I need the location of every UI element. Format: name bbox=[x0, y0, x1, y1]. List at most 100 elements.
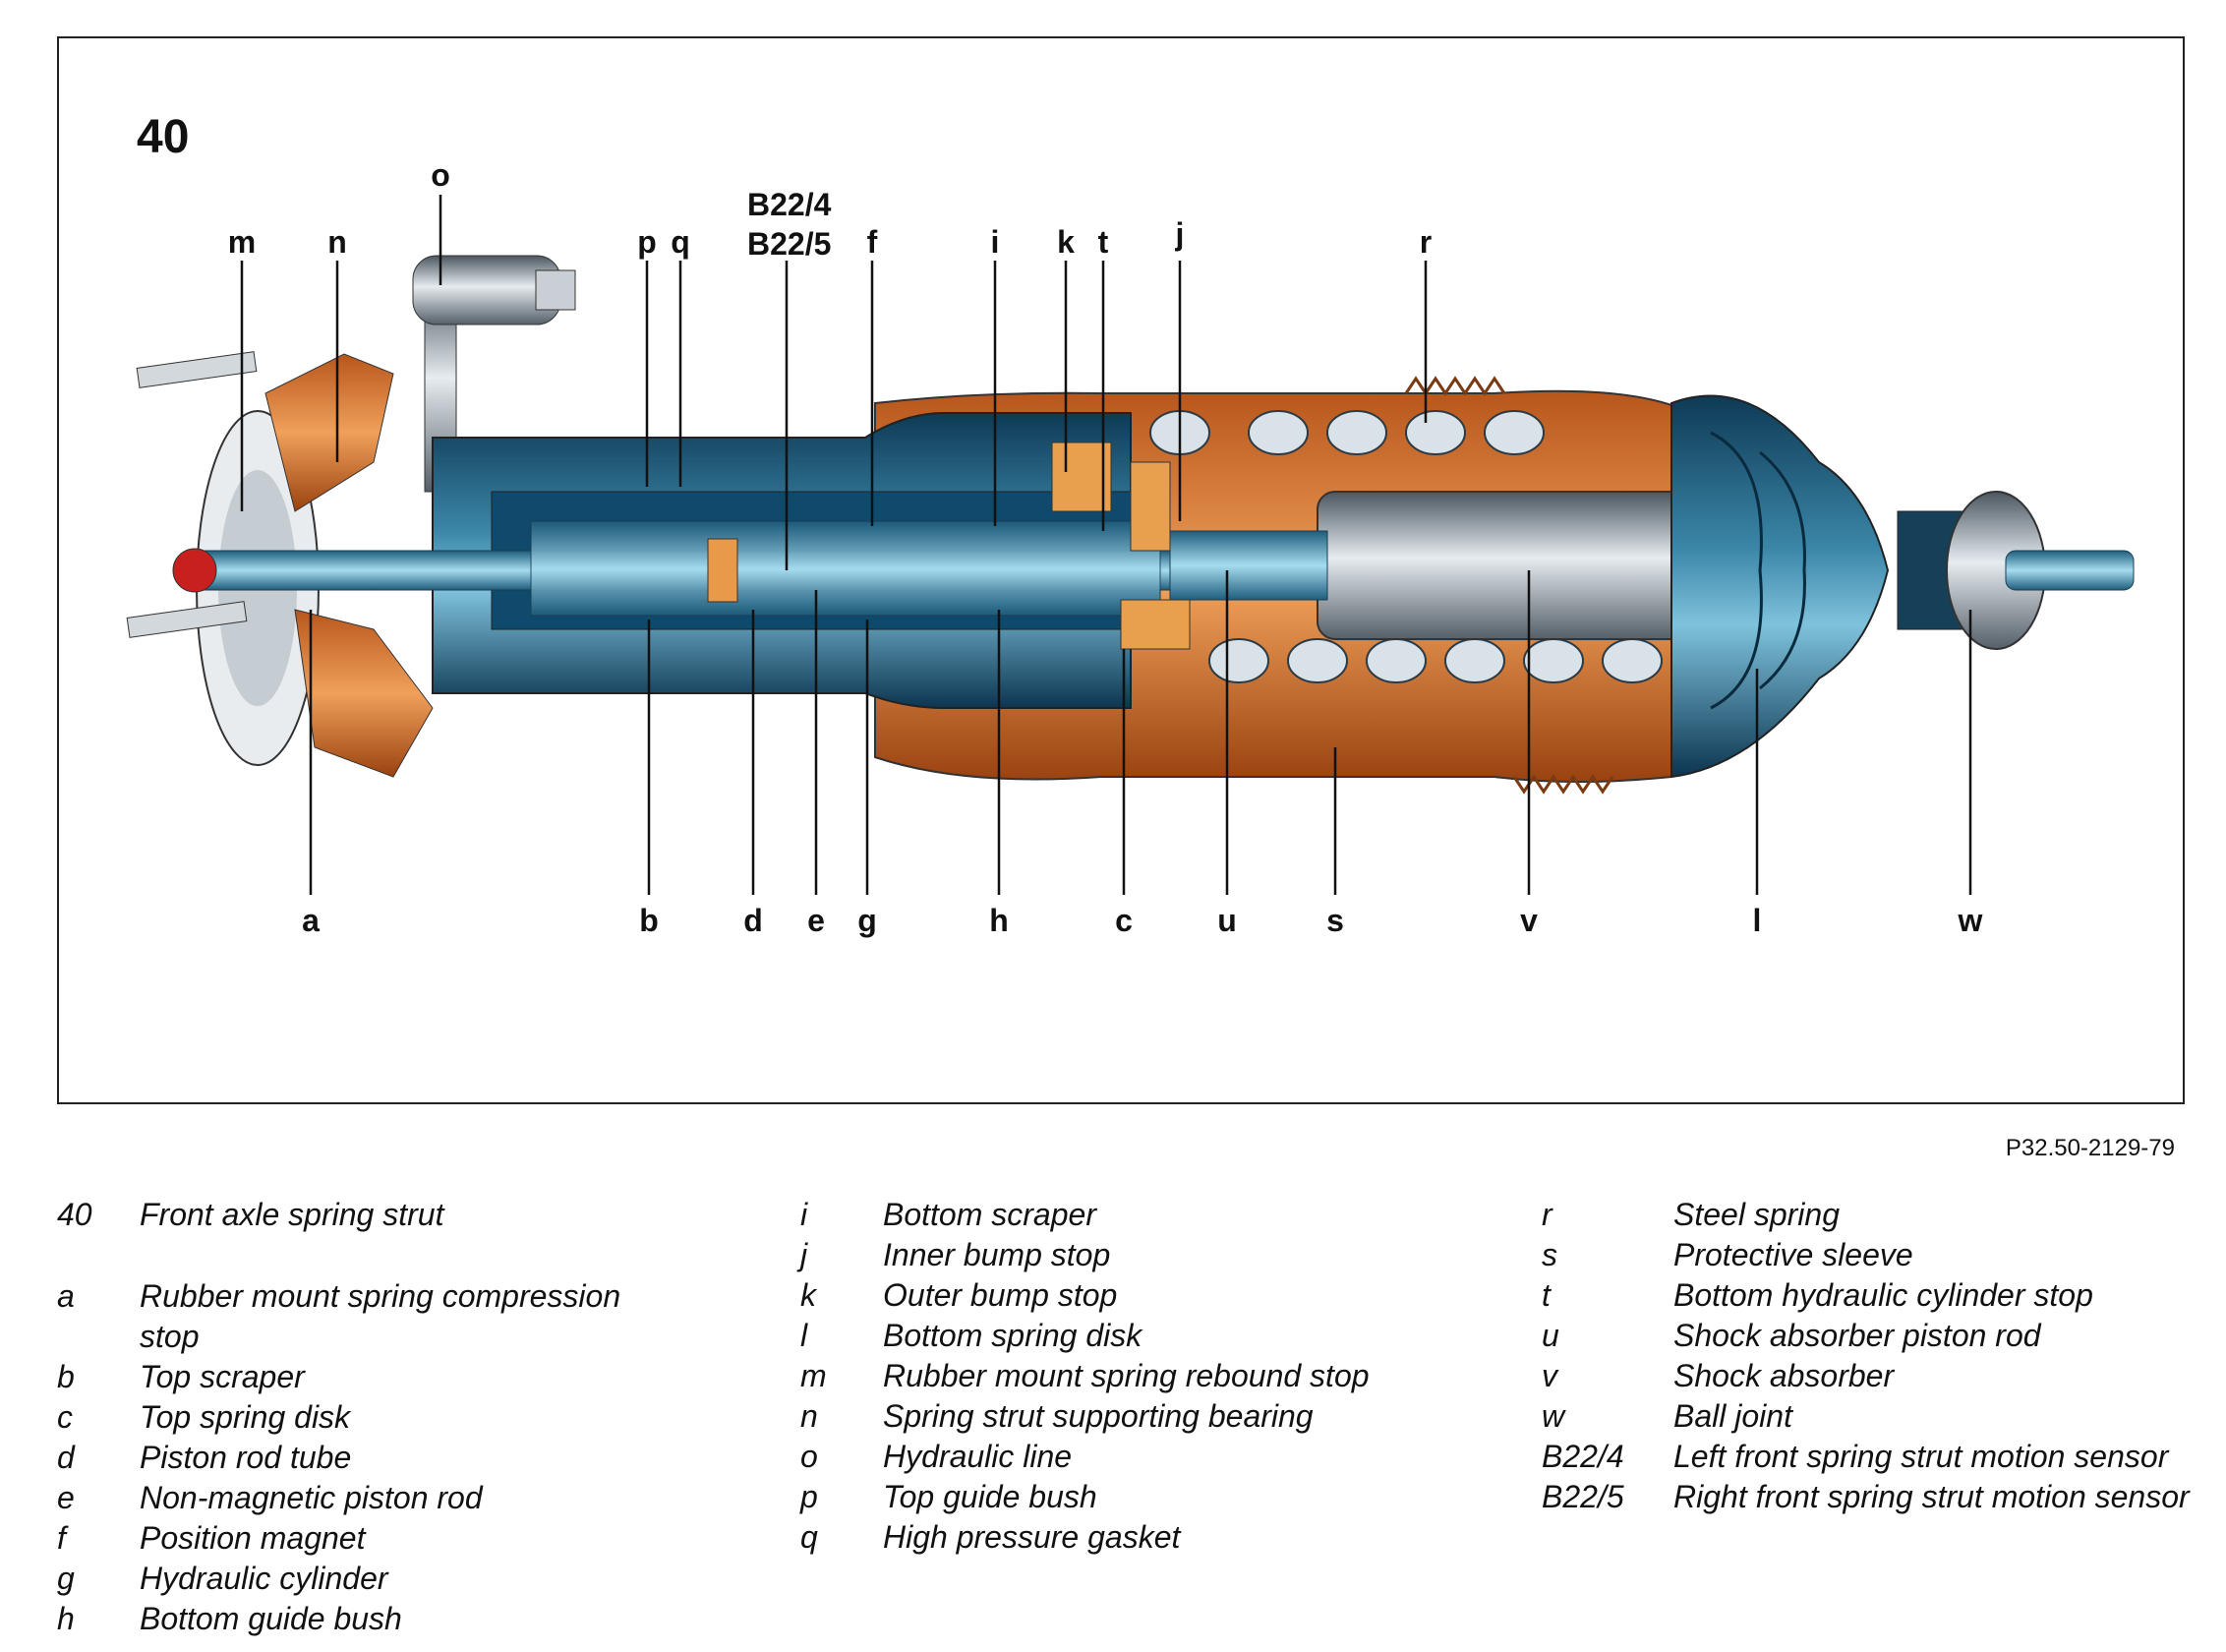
legend-key: s bbox=[1542, 1237, 1557, 1272]
legend-key: d bbox=[57, 1440, 75, 1475]
legend-desc: Top scraper bbox=[140, 1359, 305, 1394]
callout-g: g bbox=[857, 903, 877, 938]
legend-desc: Bottom guide bush bbox=[140, 1601, 402, 1636]
legend-desc: Piston rod tube bbox=[140, 1440, 352, 1475]
legend-key: b bbox=[57, 1359, 75, 1394]
callout-k: k bbox=[1057, 224, 1075, 260]
legend-key: i bbox=[800, 1197, 808, 1232]
shock-absorber-shape bbox=[1317, 491, 1692, 640]
callout-p: p bbox=[637, 224, 657, 260]
shock-absorber-rod-shape bbox=[1169, 530, 1328, 601]
callout-m: m bbox=[227, 224, 257, 260]
callout-t: t bbox=[1097, 224, 1109, 260]
legend-key: o bbox=[800, 1439, 818, 1474]
callout-a: a bbox=[302, 903, 320, 938]
callout-o: o bbox=[431, 157, 450, 193]
legend-key: 40 bbox=[57, 1197, 92, 1232]
legend-key: B22/4 bbox=[1542, 1439, 1624, 1474]
legend-desc: High pressure gasket bbox=[883, 1519, 1181, 1555]
legend-desc: Bottom scraper bbox=[883, 1197, 1096, 1232]
legend-row: B22/5 Right front spring strut motion sen… bbox=[1542, 1477, 2191, 1517]
legend-row: 40 Front axle spring strut bbox=[57, 1195, 667, 1235]
sensor-label-b22-4: B22/4 bbox=[747, 187, 832, 222]
legend-key: c bbox=[57, 1399, 73, 1435]
legend-desc: Bottom hydraulic cylinder stop bbox=[1673, 1277, 2093, 1313]
legend-desc: Position magnet bbox=[140, 1520, 366, 1556]
legend-desc: Front axle spring strut bbox=[140, 1197, 444, 1232]
legend-key: u bbox=[1542, 1318, 1559, 1353]
callout-e: e bbox=[807, 903, 825, 938]
rubber-boot bbox=[1670, 394, 1967, 779]
legend-desc: Left front spring strut motion sensor bbox=[1673, 1439, 2169, 1474]
legend-key: t bbox=[1542, 1277, 1551, 1313]
legend-row: v Shock absorber bbox=[1542, 1356, 2191, 1396]
piston-rod-tube bbox=[530, 520, 1161, 617]
legend-key: k bbox=[800, 1277, 816, 1313]
legend-key: n bbox=[800, 1398, 818, 1434]
legend-row: u Shock absorber piston rod bbox=[1542, 1316, 2191, 1356]
legend-key: w bbox=[1542, 1398, 1565, 1434]
legend-desc: Shock absorber bbox=[1673, 1358, 1895, 1393]
legend-row: q High pressure gasket bbox=[800, 1517, 1449, 1558]
legend-key: m bbox=[800, 1358, 827, 1393]
legend-column-1: 40 Front axle spring strut a Rubber mount … bbox=[57, 1195, 667, 1639]
callout-v: v bbox=[1520, 903, 1538, 938]
legend-key: g bbox=[57, 1561, 75, 1596]
legend-desc: Top guide bush bbox=[883, 1479, 1097, 1514]
legend-desc: Rubber mount spring compression stop bbox=[140, 1278, 621, 1354]
legend-row: o Hydraulic line bbox=[800, 1437, 1449, 1477]
legend-row: w Ball joint bbox=[1542, 1396, 2191, 1437]
legend-key: a bbox=[57, 1278, 75, 1314]
legend-desc: Shock absorber piston rod bbox=[1673, 1318, 2041, 1353]
legend-row: d Piston rod tube bbox=[57, 1438, 667, 1478]
spring-strut-cutaway bbox=[126, 195, 2135, 895]
callout-q: q bbox=[671, 224, 690, 260]
callout-j: j bbox=[1175, 216, 1185, 252]
callout-l: l bbox=[1752, 903, 1762, 938]
callout-r: r bbox=[1419, 224, 1433, 260]
legend-key: v bbox=[1542, 1358, 1557, 1393]
legend-key: r bbox=[1542, 1197, 1552, 1232]
legend-key: h bbox=[57, 1601, 75, 1636]
legend-desc: Spring strut supporting bearing bbox=[883, 1398, 1314, 1434]
reference-code: P32.50-2129-79 bbox=[2005, 1135, 2175, 1161]
legend-key: q bbox=[800, 1519, 818, 1555]
callout-s: s bbox=[1326, 903, 1344, 938]
callout-u: u bbox=[1217, 903, 1237, 938]
legend-row: B22/4 Left front spring strut motion sens… bbox=[1542, 1437, 2191, 1477]
legend-row: h Bottom guide bush bbox=[57, 1599, 667, 1639]
legend-row: l Bottom spring disk bbox=[800, 1316, 1449, 1356]
leader-lines bbox=[240, 195, 1972, 895]
legend-desc: Hydraulic cylinder bbox=[140, 1561, 388, 1596]
legend-row: i Bottom scraper bbox=[800, 1195, 1449, 1235]
callout-f: f bbox=[866, 224, 878, 260]
legend-row: a Rubber mount spring compression stop bbox=[57, 1276, 667, 1357]
figure-number: 40 bbox=[137, 111, 190, 163]
legend-key: B22/5 bbox=[1542, 1479, 1624, 1514]
legend-desc: Hydraulic line bbox=[883, 1439, 1073, 1474]
callout-w: w bbox=[1958, 903, 1983, 938]
legend-key: e bbox=[57, 1480, 75, 1515]
legend-key: j bbox=[800, 1237, 808, 1272]
legend-desc: Outer bump stop bbox=[883, 1277, 1118, 1313]
legend-desc: Bottom spring disk bbox=[883, 1318, 1142, 1353]
callout-c: c bbox=[1115, 903, 1133, 938]
callout-b: b bbox=[639, 903, 659, 938]
callout-n: n bbox=[327, 224, 347, 260]
legend-desc: Right front spring strut motion sensor bbox=[1673, 1479, 2190, 1514]
legend-desc: Rubber mount spring rebound stop bbox=[883, 1358, 1370, 1393]
steel-spring-coils bbox=[1149, 410, 1663, 683]
legend-key: l bbox=[800, 1318, 808, 1353]
legend-desc: Ball joint bbox=[1673, 1398, 1792, 1434]
legend-row: k Outer bump stop bbox=[800, 1275, 1449, 1316]
legend-row: m Rubber mount spring rebound stop bbox=[800, 1356, 1449, 1396]
